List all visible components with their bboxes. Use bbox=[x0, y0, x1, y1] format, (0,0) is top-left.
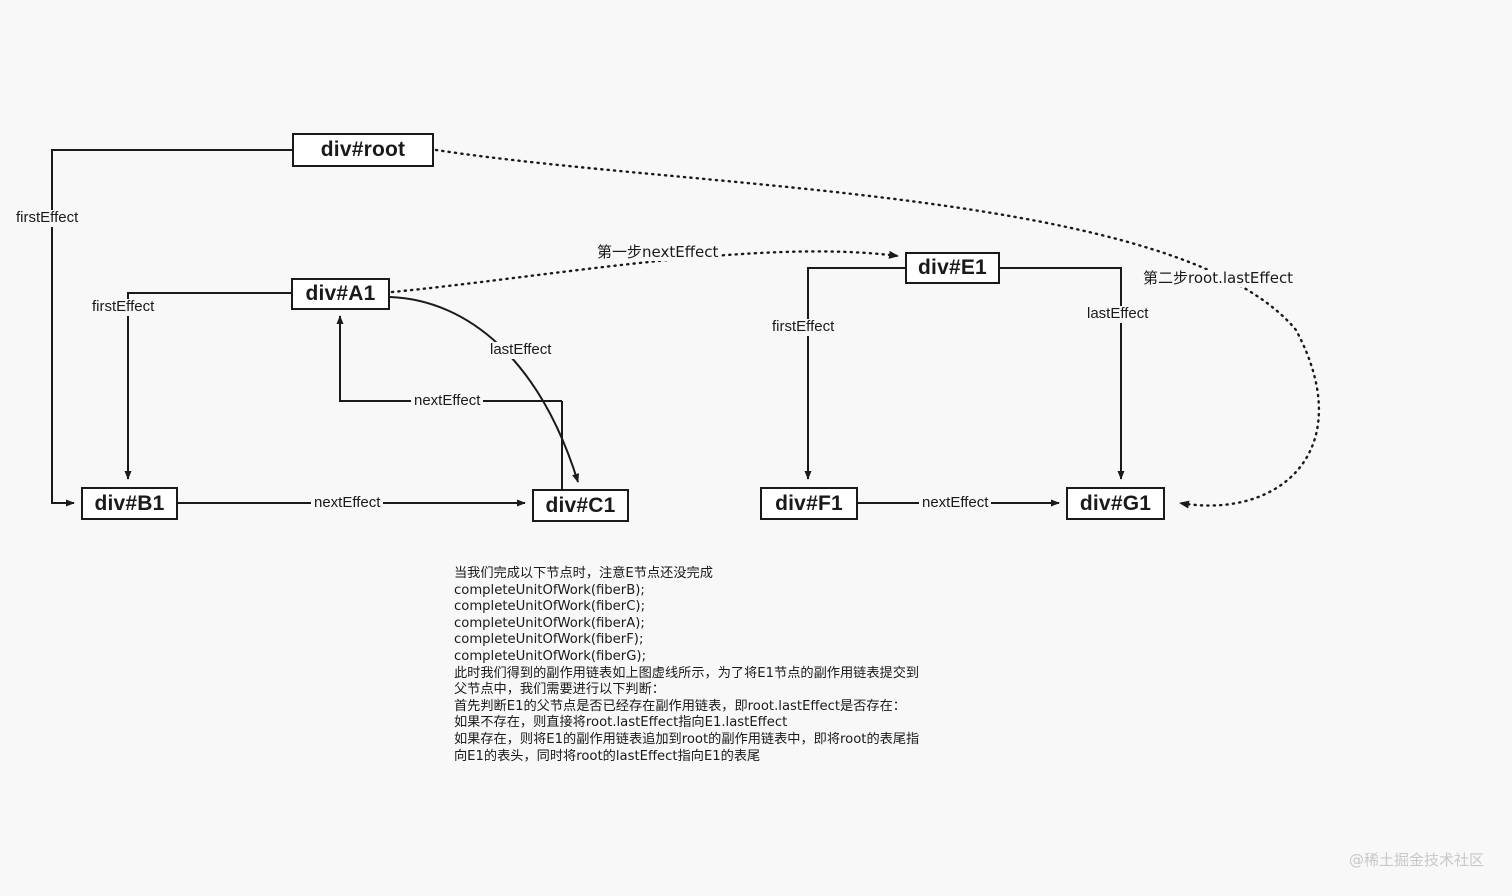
node-label: div#G1 bbox=[1079, 491, 1152, 515]
node-div-f1[interactable]: div#F1 bbox=[760, 487, 858, 520]
watermark: @稀土掘金技术社区 bbox=[1348, 851, 1484, 869]
note-line: 如果不存在，则直接将root.lastEffect指向E1.lastEffect bbox=[454, 715, 788, 731]
note-line: 此时我们得到的副作用链表如上图虚线所示，为了将E1节点的副作用链表提交到 bbox=[454, 665, 920, 681]
node-label: div#root bbox=[320, 138, 406, 161]
node-div-e1[interactable]: div#E1 bbox=[905, 252, 1000, 284]
edge-e1-lasteffect-g1 bbox=[1000, 267, 1125, 480]
node-div-a1[interactable]: div#A1 bbox=[291, 278, 390, 310]
note-line: 父节点中，我们需要进行以下判断： bbox=[454, 682, 665, 698]
edge-root-firsteffect-b1 bbox=[51, 149, 292, 507]
note-line: completeUnitOfWork(fiberB); bbox=[454, 582, 645, 598]
solid-edges bbox=[51, 149, 1125, 507]
node-label: div#A1 bbox=[305, 282, 376, 305]
note-line: 如果存在，则将E1的副作用链表追加到root的副作用链表中，即将root的表尾指 bbox=[454, 731, 920, 747]
label-step-two-root-lasteffect: 第二步root.lastEffect bbox=[1140, 270, 1297, 287]
note-line: 当我们完成以下节点时，注意E节点还没完成 bbox=[454, 566, 713, 581]
edge-c1-nexteffect-a1 bbox=[336, 315, 562, 402]
label-e1-lasteffect: lastEffect bbox=[1084, 305, 1152, 323]
edge-a1-lasteffect-c1 bbox=[389, 296, 579, 483]
edge-a1-firsteffect-b1 bbox=[124, 292, 291, 480]
note-line: completeUnitOfWork(fiberC); bbox=[454, 599, 646, 615]
node-div-b1[interactable]: div#B1 bbox=[81, 487, 178, 520]
node-div-c1[interactable]: div#C1 bbox=[532, 489, 629, 522]
edge-step-one-nexteffect-a1-e1 bbox=[390, 250, 900, 294]
dotted-edges bbox=[390, 148, 1321, 509]
note-line: 向E1的表头，同时将root的lastEffect指向E1的表尾 bbox=[454, 748, 761, 764]
note-line: completeUnitOfWork(fiberG); bbox=[454, 648, 647, 664]
node-div-g1[interactable]: div#G1 bbox=[1066, 487, 1165, 520]
node-label: div#F1 bbox=[775, 491, 843, 515]
edge-step-two-root-lasteffect-g1 bbox=[434, 148, 1321, 509]
label-root-firsteffect: firstEffect bbox=[13, 209, 82, 227]
label-f1-nexteffect-g1: nextEffect bbox=[919, 494, 992, 512]
label-b1-nexteffect-c1: nextEffect bbox=[311, 494, 384, 512]
label-c1-nexteffect-a1: nextEffect bbox=[411, 392, 484, 410]
note-line: completeUnitOfWork(fiberA); bbox=[454, 615, 645, 631]
node-label: div#E1 bbox=[918, 256, 987, 279]
note-line: 首先判断E1的父节点是否已经存在副作用链表，即root.lastEffect是否… bbox=[454, 698, 906, 714]
node-div-root[interactable]: div#root bbox=[292, 133, 434, 167]
label-a1-firsteffect: firstEffect bbox=[89, 298, 158, 316]
node-label: div#B1 bbox=[94, 491, 165, 515]
node-label: div#C1 bbox=[545, 493, 616, 517]
edge-e1-firsteffect-f1 bbox=[804, 267, 905, 480]
note-line: completeUnitOfWork(fiberF); bbox=[454, 632, 644, 648]
label-e1-firsteffect: firstEffect bbox=[769, 318, 838, 336]
label-step-one-nexteffect: 第一步nextEffect bbox=[594, 244, 722, 261]
label-a1-lasteffect: lastEffect bbox=[487, 341, 555, 359]
